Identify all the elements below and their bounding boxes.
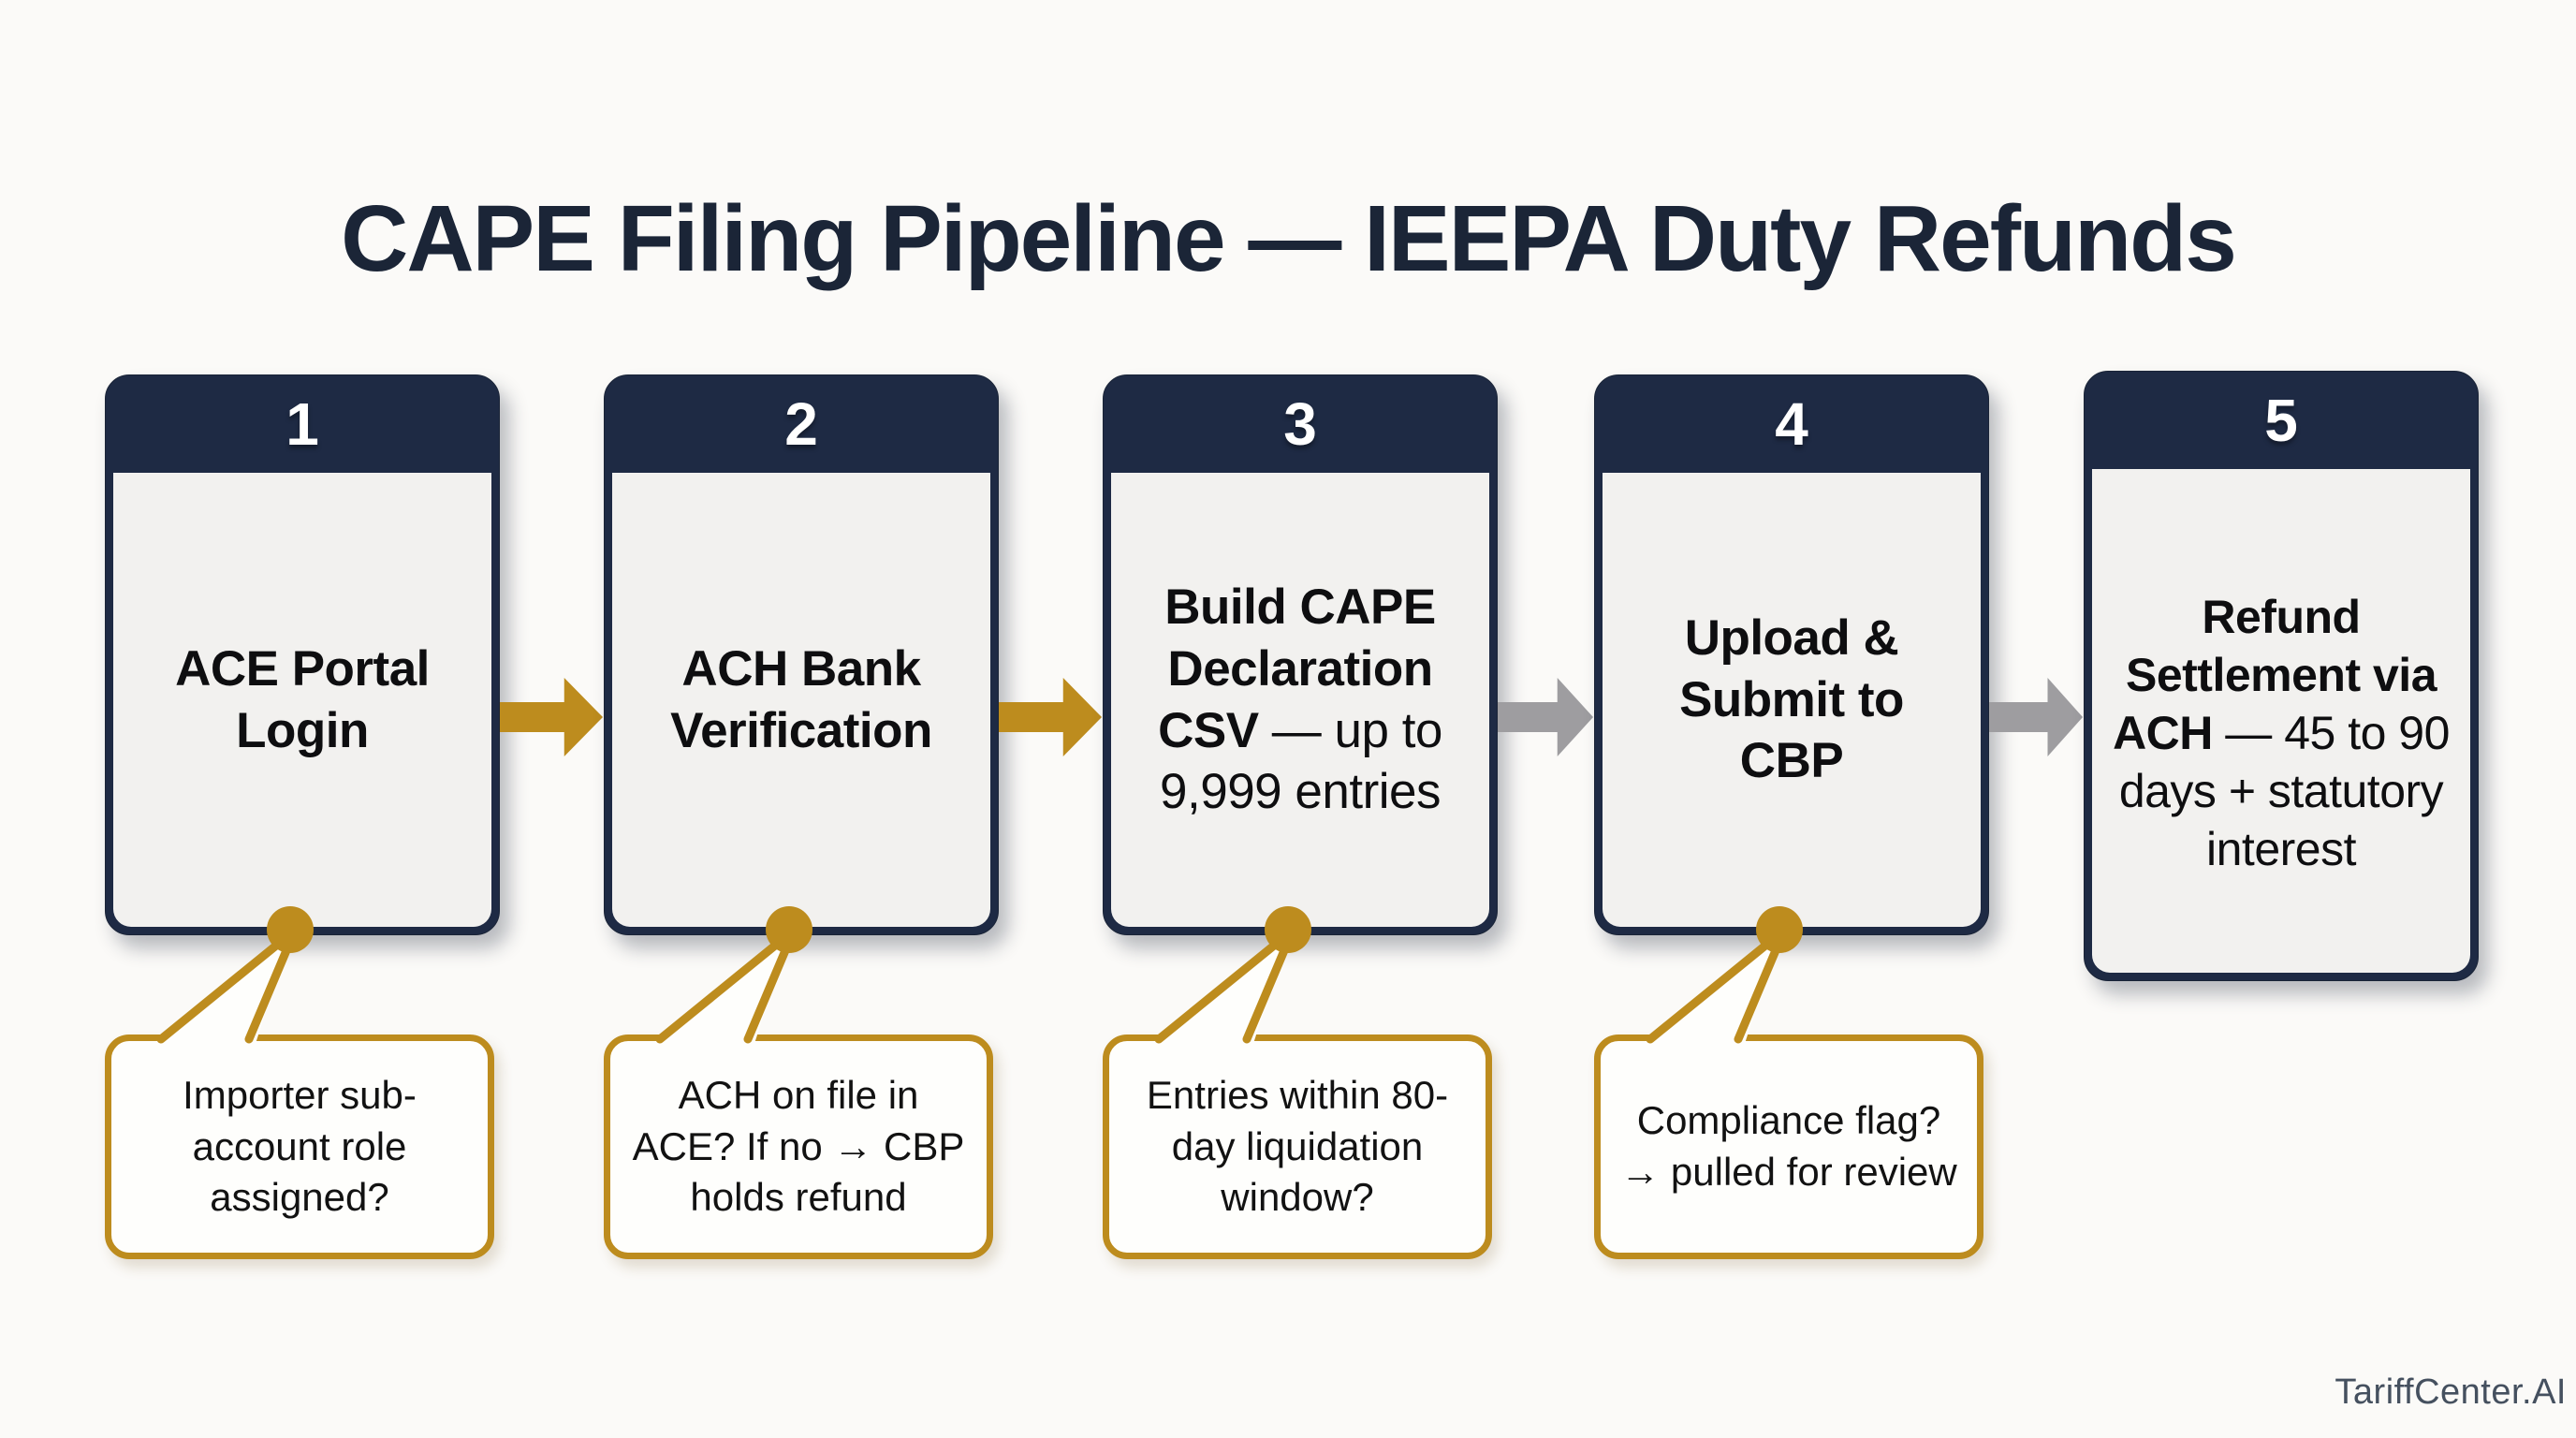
callout-tail [651,933,789,1047]
callout-tail-line [743,932,796,1044]
callout-tail-line [655,932,790,1044]
step-card: 4 Upload & Submit to CBP [1594,374,1989,935]
step-card: 2 ACH Bank Verification [604,374,999,935]
step-title-bold: ACH Bank Verification [670,640,932,758]
flow-arrow-icon [1498,678,1593,756]
callout-tail-line [1646,932,1780,1044]
step-title-bold: Refund Settlement via ACH [2113,591,2437,759]
callout-tail-line [1154,932,1289,1044]
step-card-body: ACE Portal Login [113,473,491,927]
step-card-body: Upload & Submit to CBP [1603,473,1981,927]
step-title-bold: ACE Portal Login [175,640,430,758]
callout-text: ACH on file in ACE? If no → CBP holds re… [632,1073,965,1220]
step-card: 5 Refund Settlement via ACH — 45 to 90 d… [2084,371,2479,981]
step-card-header: 3 [1104,375,1497,473]
step-title: Upload & Submit to CBP [1621,608,1962,792]
callout-note: Importer sub-account role assigned? [105,1034,494,1259]
step-card-header: 2 [605,375,998,473]
flow-arrow-icon [1989,678,2083,756]
step-number: 1 [285,390,319,458]
step-title: Build CAPE Declaration CSV — up to 9,999… [1130,577,1471,823]
step-card: 3 Build CAPE Declaration CSV — up to 9,9… [1103,374,1498,935]
callout-note: Entries within 80-day liquidation window… [1103,1034,1492,1259]
callout-text: Entries within 80-day liquidation window… [1146,1073,1449,1220]
step-title-bold: Upload & Submit to CBP [1679,609,1904,789]
step-card-header: 1 [106,375,499,473]
callout-text: Compliance flag? → pulled for review [1620,1098,1957,1194]
callout-tail-line [244,932,297,1044]
callout-tail-line [1242,932,1295,1044]
callout-tail-line [1734,932,1786,1044]
page-title: CAPE Filing Pipeline — IEEPA Duty Refund… [341,186,2237,291]
step-title-rest: — up to 9,999 entries [1160,702,1442,820]
step-card-body: ACH Bank Verification [612,473,990,927]
step-number: 4 [1775,390,1808,458]
step-number: 3 [1283,390,1317,458]
step-title: ACH Bank Verification [631,638,972,761]
callout-tail [1149,933,1288,1047]
step-title-rest: — 45 to 90 days + statutory interest [2118,707,2451,875]
callout-tail [1641,933,1779,1047]
step-title: Refund Settlement via ACH — 45 to 90 day… [2111,588,2452,878]
brand-watermark: TariffCenter.AI [2334,1372,2567,1412]
step-card: 1 ACE Portal Login [105,374,500,935]
step-number: 5 [2264,387,2298,454]
callout-tail-line [156,932,291,1044]
callout-text: Importer sub-account role assigned? [183,1073,417,1220]
callout-note: ACH on file in ACE? If no → CBP holds re… [604,1034,993,1259]
flow-arrow-icon [999,678,1102,756]
step-card-header: 4 [1595,375,1988,473]
step-title: ACE Portal Login [132,638,473,761]
step-card-body: Build CAPE Declaration CSV — up to 9,999… [1111,473,1489,927]
callout-tail [152,933,290,1047]
flow-arrow-icon [500,678,603,756]
step-number: 2 [784,390,818,458]
step-title-bold: Build CAPE Declaration CSV [1158,580,1436,758]
step-card-body: Refund Settlement via ACH — 45 to 90 day… [2092,469,2470,973]
callout-note: Compliance flag? → pulled for review [1594,1034,1983,1259]
step-card-header: 5 [2085,372,2478,469]
